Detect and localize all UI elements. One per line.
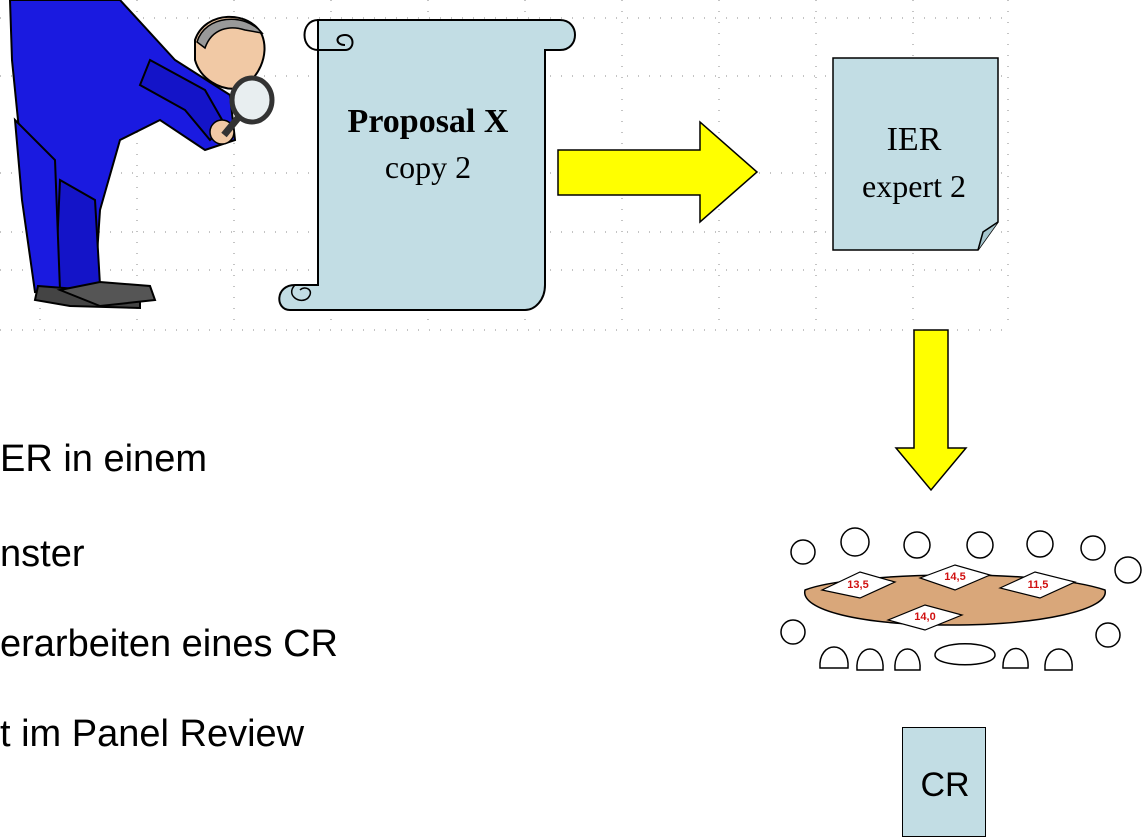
bullet-line-1: ER in einem [0,438,207,480]
bullet-line-3: erarbeiten eines CR [0,623,338,665]
document-icon [832,57,999,251]
panel-score: 13,5 [847,579,868,591]
reviewer-with-magnifier-icon [8,0,275,310]
proposal-subtitle: copy 2 [385,149,471,185]
panel-meeting-icon [780,527,1142,671]
ier-title: IER [887,121,942,158]
bullet-line-4: t im Panel Review [0,713,305,755]
arrow-down [894,329,968,492]
bullet-line-2: nster [0,533,85,575]
proposal-title: Proposal X [348,103,509,140]
panel-score: 14,0 [914,611,935,623]
panel-score: 14,5 [944,571,965,583]
panel-score: 11,5 [1028,579,1049,591]
ier-subtitle: expert 2 [862,168,966,204]
arrow-right [557,120,759,224]
cr-label: CR [920,766,970,804]
scroll-icon [278,19,576,311]
cr-box: CR [902,727,986,837]
